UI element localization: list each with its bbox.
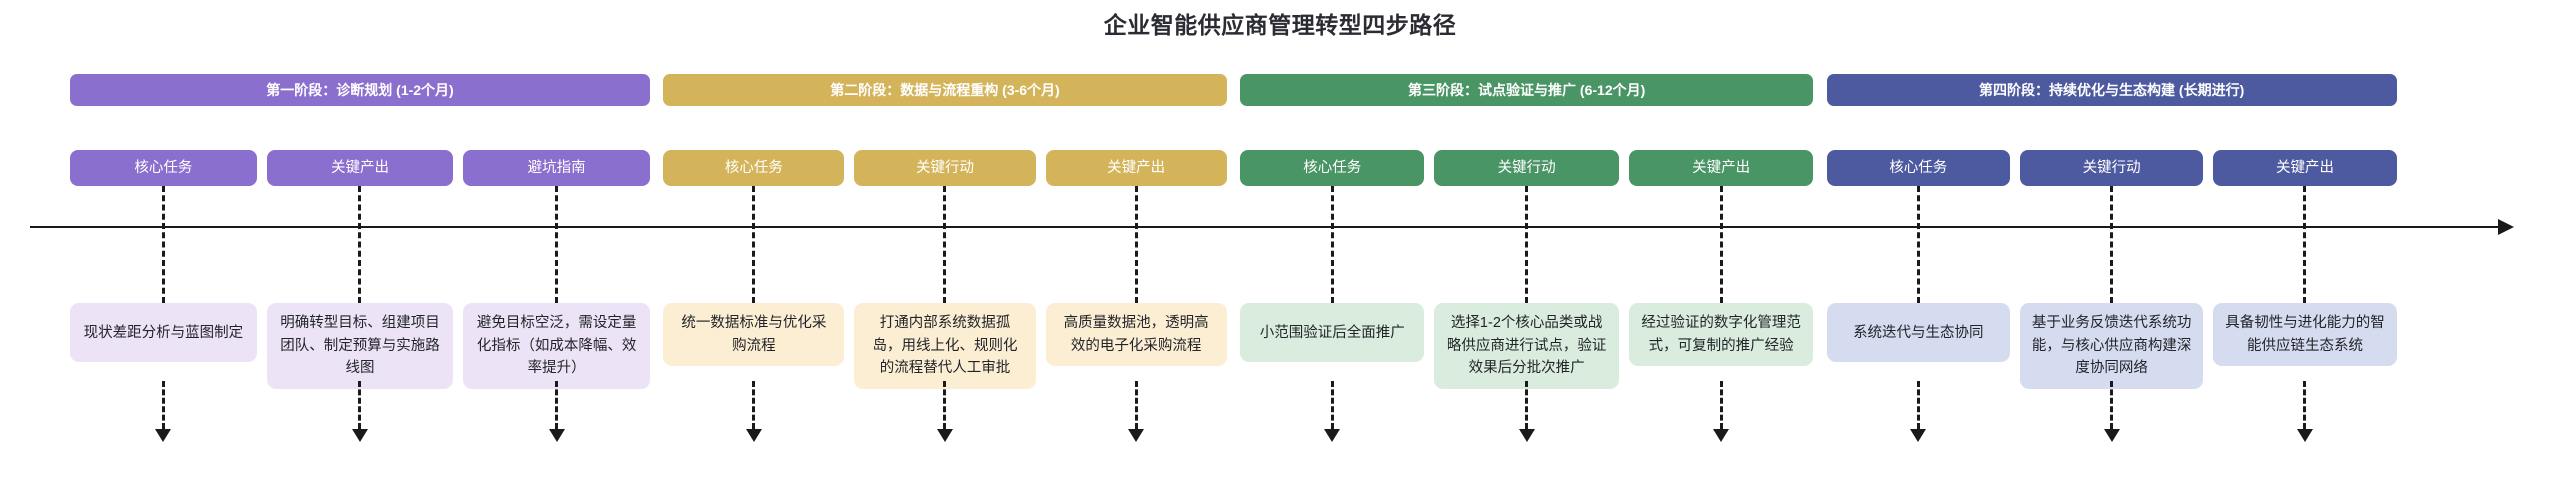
- category-chip-4-3[interactable]: 关键产出: [2213, 150, 2397, 186]
- content-card-4-2[interactable]: 基于业务反馈迭代系统功能，与核心供应商构建深度协同网络: [2019, 303, 2204, 389]
- category-chip-3-2[interactable]: 关键行动: [1434, 150, 1619, 186]
- connector-dashed-lower: [943, 381, 947, 430]
- connector-dashed-upper: [1134, 186, 1138, 304]
- content-card-1-2[interactable]: 明确转型目标、组建项目团队、制定预算与实施路线图: [266, 303, 454, 389]
- content-card-2-2[interactable]: 打通内部系统数据孤岛，用线上化、规则化的流程替代人工审批: [854, 303, 1036, 389]
- category-chip-1-2[interactable]: 关键产出: [266, 150, 454, 186]
- page-title: 企业智能供应商管理转型四步路径: [1103, 12, 1457, 38]
- phase-header-2[interactable]: 第二阶段：数据与流程重构 (3-6个月): [663, 74, 1227, 106]
- connector-dashed-lower: [358, 381, 362, 430]
- category-chip-1-3[interactable]: 避坑指南: [463, 150, 650, 186]
- content-card-4-1[interactable]: 系统迭代与生态协同: [1826, 303, 2010, 363]
- timeline-arrow-icon: [2498, 219, 2514, 235]
- connector-dashed-lower: [1525, 381, 1529, 430]
- connector-arrow-icon: [745, 429, 762, 443]
- category-chip-2-1[interactable]: 核心任务: [663, 150, 845, 186]
- connector-arrow-icon: [351, 429, 368, 443]
- connector-dashed-lower: [2110, 381, 2114, 430]
- timeline-axis: [30, 226, 2500, 228]
- connector-dashed-upper: [2110, 186, 2114, 304]
- connector-dashed-upper: [555, 186, 559, 304]
- connector-arrow-icon: [1713, 429, 1730, 443]
- category-chip-2-3[interactable]: 关键产出: [1045, 150, 1227, 186]
- content-card-2-1[interactable]: 统一数据标准与优化采购流程: [663, 303, 845, 367]
- connector-arrow-icon: [155, 429, 172, 443]
- connector-dashed-upper: [358, 186, 362, 304]
- connector-dashed-lower: [752, 381, 756, 430]
- connector-arrow-icon: [936, 429, 953, 443]
- connector-arrow-icon: [2296, 429, 2313, 443]
- connector-dashed-upper: [1330, 186, 1334, 304]
- content-card-1-1[interactable]: 现状差距分析与蓝图制定: [70, 303, 257, 363]
- connector-dashed-upper: [2303, 186, 2307, 304]
- connector-dashed-upper: [1719, 186, 1723, 304]
- connector-dashed-lower: [1719, 381, 1723, 430]
- connector-dashed-upper: [161, 186, 165, 304]
- connector-dashed-upper: [752, 186, 756, 304]
- connector-dashed-upper: [943, 186, 947, 304]
- category-chip-3-1[interactable]: 核心任务: [1240, 150, 1425, 186]
- phase-header-1[interactable]: 第一阶段：诊断规划 (1-2个月): [70, 74, 650, 106]
- content-card-3-1[interactable]: 小范围验证后全面推广: [1240, 303, 1425, 363]
- content-card-2-3[interactable]: 高质量数据池，透明高效的电子化采购流程: [1045, 303, 1227, 367]
- connector-dashed-upper: [1916, 186, 1920, 304]
- connector-dashed-lower: [1134, 381, 1138, 430]
- connector-arrow-icon: [1910, 429, 1927, 443]
- connector-arrow-icon: [1324, 429, 1341, 443]
- connector-dashed-lower: [555, 381, 559, 430]
- category-chip-2-2[interactable]: 关键行动: [854, 150, 1036, 186]
- category-chip-4-1[interactable]: 核心任务: [1826, 150, 2010, 186]
- category-chip-4-2[interactable]: 关键行动: [2019, 150, 2204, 186]
- connector-arrow-icon: [1128, 429, 1145, 443]
- phase-header-4[interactable]: 第四阶段：持续优化与生态构建 (长期进行): [1826, 74, 2397, 106]
- connector-arrow-icon: [2103, 429, 2120, 443]
- connector-dashed-upper: [1525, 186, 1529, 304]
- category-chip-1-1[interactable]: 核心任务: [70, 150, 257, 186]
- content-card-1-3[interactable]: 避免目标空泛，需设定量化指标（如成本降幅、效率提升）: [463, 303, 650, 389]
- connector-dashed-lower: [161, 381, 165, 430]
- category-chip-3-3[interactable]: 关键产出: [1628, 150, 1814, 186]
- connector-arrow-icon: [548, 429, 565, 443]
- connector-dashed-lower: [1330, 381, 1334, 430]
- content-card-3-2[interactable]: 选择1-2个核心品类或战略供应商进行试点，验证效果后分批次推广: [1434, 303, 1619, 389]
- connector-dashed-lower: [2303, 381, 2307, 430]
- content-card-3-3[interactable]: 经过验证的数字化管理范式，可复制的推广经验: [1628, 303, 1814, 367]
- content-card-4-3[interactable]: 具备韧性与进化能力的智能供应链生态系统: [2213, 303, 2397, 367]
- connector-arrow-icon: [1518, 429, 1535, 443]
- phase-header-3[interactable]: 第三阶段：试点验证与推广 (6-12个月): [1240, 74, 1814, 106]
- connector-dashed-lower: [1916, 381, 1920, 430]
